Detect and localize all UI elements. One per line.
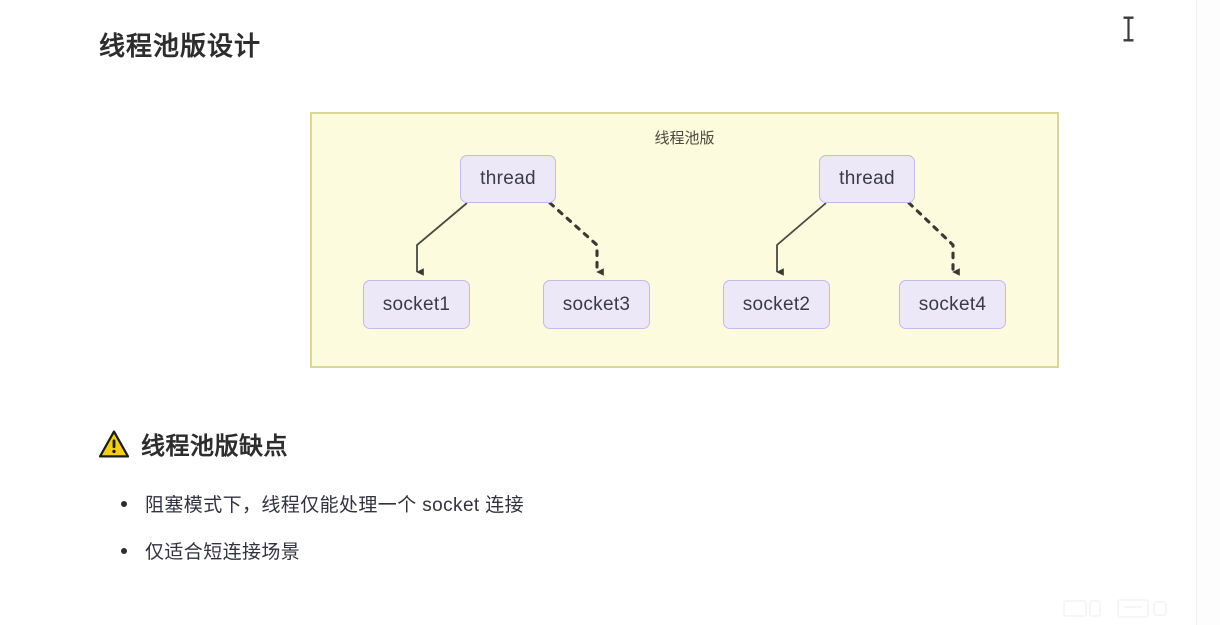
page-title: 线程池版设计 (99, 31, 262, 61)
drawbacks-list: 阻塞模式下，线程仅能处理一个 socket 连接 仅适合短连接场景 (113, 490, 524, 584)
node-socket2[interactable]: socket2 (723, 280, 830, 329)
watermark-logo (1063, 599, 1167, 618)
node-thread-1[interactable]: thread (460, 155, 556, 203)
i-beam-text-cursor (1123, 16, 1134, 42)
edge-thread2-socket2 (776, 202, 827, 276)
node-socket1[interactable]: socket1 (363, 280, 470, 329)
warning-triangle-icon (99, 430, 129, 457)
list-item: 阻塞模式下，线程仅能处理一个 socket 连接 (113, 490, 524, 517)
node-thread-2[interactable]: thread (819, 155, 915, 203)
edge-thread1-socket3 (548, 201, 604, 276)
diagram-label: 线程池版 (654, 130, 715, 147)
node-socket3[interactable]: socket3 (543, 280, 650, 329)
drawbacks-heading: 线程池版缺点 (99, 426, 288, 461)
edge-thread2-socket4 (907, 201, 960, 276)
thread-pool-diagram: 线程池版 thread t (310, 112, 1059, 368)
drawbacks-heading-text: 线程池版缺点 (141, 433, 288, 460)
list-item: 仅适合短连接场景 (113, 537, 524, 564)
page-gutter (1196, 0, 1220, 625)
diagram-edges (416, 201, 960, 276)
edge-thread1-socket1 (416, 202, 468, 276)
node-socket4[interactable]: socket4 (899, 280, 1006, 329)
